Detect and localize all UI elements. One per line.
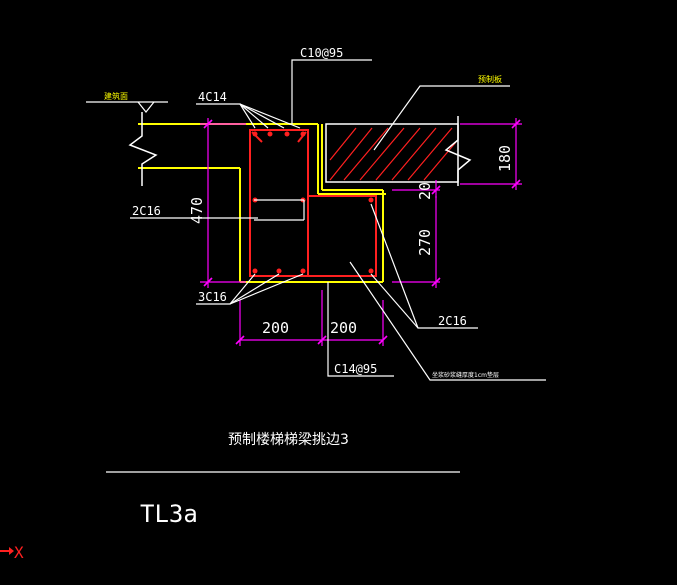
ucs-axis-icon (0, 547, 14, 555)
dim-slab-thickness: 180 (496, 145, 514, 172)
label-right-bars: 2C16 (438, 314, 467, 328)
dimension-ticks (203, 119, 521, 345)
concrete-outline (138, 123, 386, 283)
label-finish-floor: 建筑面 (104, 91, 128, 101)
rebar-cage (249, 129, 377, 277)
break-line-left (128, 112, 158, 186)
axis-x-label: X (14, 543, 24, 562)
drawing-id: TL3a (140, 500, 198, 528)
dimension-lines (200, 118, 522, 346)
label-lower-stirrup: C14@95 (334, 362, 377, 376)
label-bottom-bars: 3C16 (198, 290, 227, 304)
label-mid-bars-left: 2C16 (132, 204, 161, 218)
rebar-bars (252, 131, 374, 274)
label-bottom-right-note: 坐浆砂浆缝厚度1cm垫层 (432, 371, 499, 379)
dim-width-left: 200 (262, 319, 289, 337)
dim-beam-height: 470 (188, 197, 206, 224)
label-top-stirrup: C10@95 (300, 46, 343, 60)
dim-ledge-height: 270 (416, 229, 434, 256)
tie-bar (254, 199, 305, 221)
precast-slab (325, 123, 459, 183)
leader-lines (86, 59, 546, 473)
detail-title: 预制楼梯梯梁挑边3 (228, 432, 349, 448)
label-top-bars: 4C14 (198, 90, 227, 104)
dim-width-right: 200 (330, 319, 357, 337)
dim-gap: 20 (416, 182, 434, 200)
break-line-right (444, 116, 472, 186)
label-precast-slab: 预制板 (478, 74, 502, 84)
